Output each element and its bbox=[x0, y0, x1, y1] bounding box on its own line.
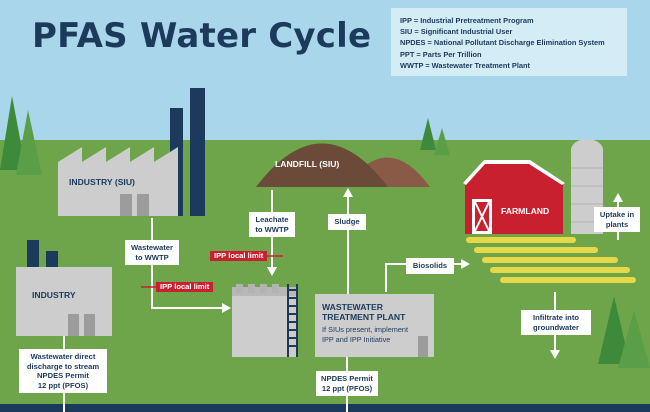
direct-line-1: Wastewater direct bbox=[30, 352, 96, 361]
direct-discharge-label: Wastewater direct discharge to stream NP… bbox=[19, 349, 107, 393]
wwtp-title: WASTEWATER TREATMENT PLANT bbox=[322, 302, 405, 322]
npdes-line-1: NPDES Permit bbox=[321, 374, 373, 383]
legend-wwtp: WWTP = Wastewater Treatment Plant bbox=[400, 60, 530, 70]
tree-left bbox=[0, 96, 42, 175]
wwtp-ladder bbox=[287, 284, 298, 357]
arrow-biosolids bbox=[461, 259, 470, 269]
ipp-local-limit-badge-b: IPP local limit bbox=[156, 282, 214, 292]
wwtp-title-line-2: TREATMENT PLANT bbox=[322, 312, 406, 322]
leachate-label: Leachate to WWTP bbox=[249, 212, 295, 237]
uptake-line-1: Uptake in bbox=[599, 210, 635, 219]
leachate-line-2: to WWTP bbox=[255, 224, 289, 234]
landfill-mounds bbox=[256, 143, 430, 187]
biosolids-label: Biosolids bbox=[406, 258, 454, 274]
legend-siu: SIU = Significant Industrial User bbox=[400, 27, 513, 37]
industry-building bbox=[16, 240, 112, 336]
direct-line-2: discharge to stream bbox=[26, 361, 100, 371]
smokestack-2 bbox=[190, 88, 205, 216]
uptake-line-2: plants bbox=[605, 219, 629, 229]
barn bbox=[463, 160, 565, 234]
direct-line-3: NPDES Permit bbox=[37, 371, 89, 380]
arrow-infiltrate-down bbox=[550, 350, 560, 359]
infiltrate-line-2: groundwater bbox=[533, 322, 579, 332]
wwtp-note-line-2: IPP and IPP Initiative bbox=[322, 334, 391, 344]
wastewater-line-1: Wastewater bbox=[131, 243, 173, 252]
direct-line-4: 12 ppt (PFOS) bbox=[37, 380, 89, 390]
leachate-line-1: Leachate bbox=[255, 215, 289, 224]
crop-field bbox=[466, 237, 636, 283]
npdes-line-2: 12 ppt (PFOS) bbox=[321, 383, 373, 393]
acronym-legend: IPP = Industrial Pretreatment Program SI… bbox=[391, 8, 627, 76]
npdes-permit-label: NPDES Permit 12 ppt (PFOS) bbox=[316, 371, 378, 396]
industry-siu-building bbox=[58, 147, 178, 216]
infiltrate-line-1: Infiltrate into bbox=[533, 313, 579, 322]
arrow-sludge-up bbox=[343, 188, 353, 197]
wastewater-line-2: to WWTP bbox=[135, 252, 169, 262]
wwtp-note-line-1: If SIUs present, implement bbox=[322, 325, 408, 334]
tree-right bbox=[598, 296, 650, 368]
legend-ppt: PPT = Parts Per Trillion bbox=[400, 49, 482, 59]
arrow-to-wwtp bbox=[222, 303, 231, 313]
wastewater-to-wwtp-label: Wastewater to WWTP bbox=[125, 240, 179, 265]
tree-background bbox=[420, 118, 450, 155]
wwtp-note: If SIUs present, implement IPP and IPP I… bbox=[322, 325, 408, 344]
wwtp-title-line-1: WASTEWATER bbox=[322, 302, 383, 312]
wastewater-treatment-plant bbox=[232, 284, 434, 357]
industry-label: INDUSTRY bbox=[32, 290, 76, 300]
arrow-uptake-up bbox=[613, 193, 623, 202]
legend-ipp: IPP = Industrial Pretreatment Program bbox=[400, 16, 534, 25]
uptake-label: Uptake in plants bbox=[594, 207, 640, 232]
page-title: PFAS Water Cycle bbox=[32, 16, 372, 56]
ipp-local-limit-badge-a: IPP local limit bbox=[210, 251, 268, 261]
sludge-label: Sludge bbox=[328, 214, 366, 230]
arrow-heads bbox=[222, 188, 623, 359]
legend-npdes: NPDES = National Pollutant Discharge Eli… bbox=[400, 38, 605, 48]
farmland-label: FARMLAND bbox=[501, 206, 550, 216]
arrow-leachate-down bbox=[267, 267, 277, 276]
landfill-label: LANDFILL (SIU) bbox=[275, 159, 340, 169]
industry-siu-label: INDUSTRY (SIU) bbox=[69, 177, 135, 187]
infiltrate-label: Infiltrate into groundwater bbox=[521, 310, 591, 335]
bottom-band bbox=[0, 404, 650, 412]
